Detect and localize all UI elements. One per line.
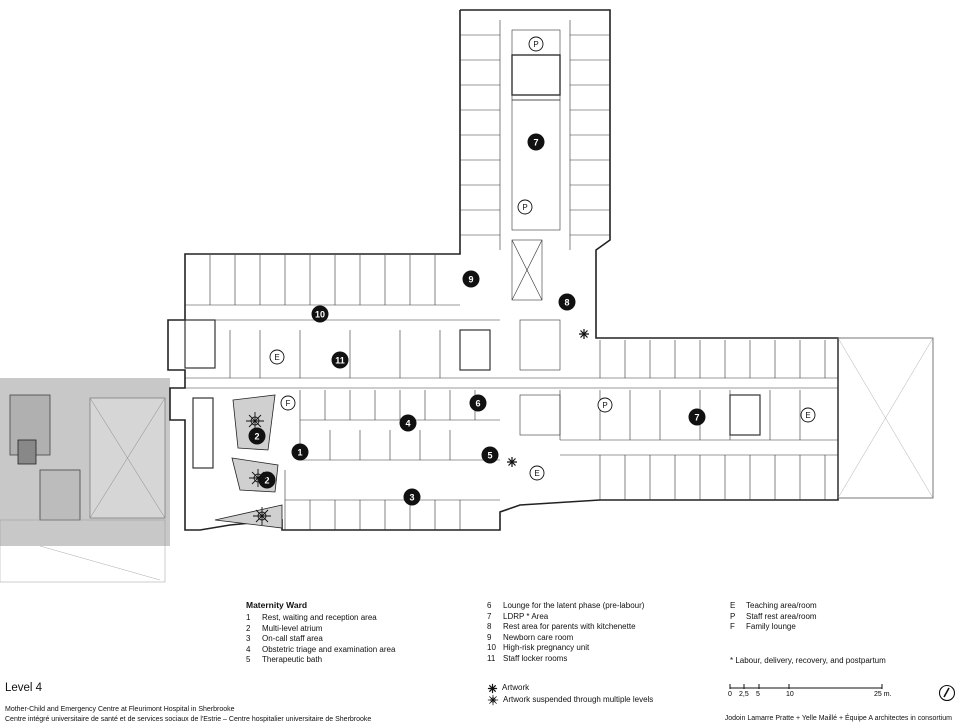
svg-text:E: E — [534, 469, 539, 478]
svg-text:7: 7 — [694, 413, 699, 423]
scale-tick-label: 0 — [728, 691, 732, 698]
callout-e-south: E — [529, 465, 545, 481]
building-outline — [167, 9, 934, 531]
callout-f: F — [280, 395, 296, 411]
svg-text:5: 5 — [487, 451, 492, 461]
callout-6: 6 — [469, 394, 487, 412]
svg-text:7: 7 — [533, 138, 538, 148]
existing-building — [0, 378, 170, 583]
callout-8: 8 — [558, 293, 576, 311]
callout-7b: 7 — [688, 408, 706, 426]
artwork-legend-item: Artwork suspended through multiple level… — [487, 694, 653, 706]
legend-title: Maternity Ward — [246, 600, 308, 610]
callout-2b: 2 — [258, 471, 276, 489]
callout-3: 3 — [403, 488, 421, 506]
scale-tick-label: 2,5 — [739, 691, 749, 698]
svg-text:P: P — [522, 203, 527, 212]
callout-e-west: E — [269, 349, 285, 365]
svg-text:10: 10 — [315, 310, 325, 320]
artwork-suspended-icon — [487, 694, 499, 706]
callout-9: 9 — [462, 270, 480, 288]
architect-credits: Jodoin Lamarre Pratte + Yelle Maillé + É… — [724, 715, 952, 722]
level-label: Level 4 — [5, 682, 43, 694]
svg-text:8: 8 — [564, 298, 569, 308]
callout-1: 1 — [291, 443, 309, 461]
legend-footnote: * Labour, delivery, recovery, and postpa… — [730, 656, 886, 665]
callout-e-east: E — [800, 407, 816, 423]
svg-text:9: 9 — [468, 275, 473, 285]
artwork-legend: Artwork Artwork suspended through multip… — [487, 682, 653, 706]
callout-p-north: P — [528, 36, 544, 52]
scale-tick-label: 25 m. — [874, 691, 892, 698]
svg-text:P: P — [533, 40, 538, 49]
svg-text:2: 2 — [254, 432, 259, 442]
callout-4: 4 — [399, 414, 417, 432]
svg-text:2: 2 — [264, 476, 269, 486]
artwork-label: Artwork — [502, 683, 530, 692]
atrium-voids — [214, 394, 283, 529]
project-credits: Mother-Child and Emergency Centre at Fle… — [5, 705, 371, 724]
svg-text:3: 3 — [409, 493, 414, 503]
north-arrow-icon — [938, 684, 956, 702]
callout-2a: 2 — [248, 427, 266, 445]
svg-text:E: E — [805, 411, 810, 420]
callout-7a: 7 — [527, 133, 545, 151]
callout-p-east: P — [597, 397, 613, 413]
callout-11: 11 — [331, 351, 349, 369]
artwork-legend-item: Artwork — [487, 682, 653, 694]
artwork-icon — [507, 329, 589, 467]
callout-p-tower: P — [517, 199, 533, 215]
callout-10: 10 — [311, 305, 329, 323]
credits-line-1: Mother-Child and Emergency Centre at Fle… — [5, 706, 235, 713]
callout-5: 5 — [481, 446, 499, 464]
floor-plan: 1 2 2 3 4 5 6 7 7 8 9 10 11 P P P E E E … — [0, 9, 934, 583]
artwork-suspended-icon — [246, 412, 271, 525]
svg-text:11: 11 — [335, 356, 345, 366]
svg-text:4: 4 — [405, 419, 410, 429]
artwork-icon — [487, 683, 498, 693]
svg-text:1: 1 — [297, 448, 302, 458]
scale-tick-label: 5 — [756, 691, 760, 698]
svg-text:6: 6 — [475, 399, 480, 409]
svg-text:P: P — [602, 401, 607, 410]
scale-bar: 0 2,5 5 10 25 m. — [728, 684, 892, 698]
svg-text:F: F — [286, 399, 291, 408]
artwork-suspended-label: Artwork suspended through multiple level… — [503, 695, 654, 704]
credits-line-2: Centre intégré universitaire de santé et… — [5, 715, 372, 723]
scale-tick-label: 10 — [786, 691, 794, 698]
room-partitions — [184, 20, 838, 530]
svg-text:E: E — [274, 353, 279, 362]
